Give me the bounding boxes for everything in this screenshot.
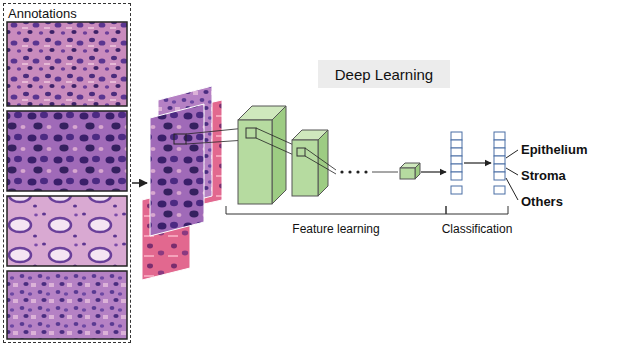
class-label: Stroma	[521, 168, 566, 183]
annotations-panel: Annotations	[3, 3, 131, 343]
node-text: Deep Learning	[335, 66, 433, 83]
title-box: Deep Learning	[318, 60, 450, 88]
stage-label: Feature learning	[292, 222, 379, 236]
class-label: Epithelium	[521, 142, 587, 157]
stage-label: Classification	[442, 222, 513, 236]
node-text: Annotations	[8, 6, 126, 21]
class-label: Others	[521, 194, 563, 209]
